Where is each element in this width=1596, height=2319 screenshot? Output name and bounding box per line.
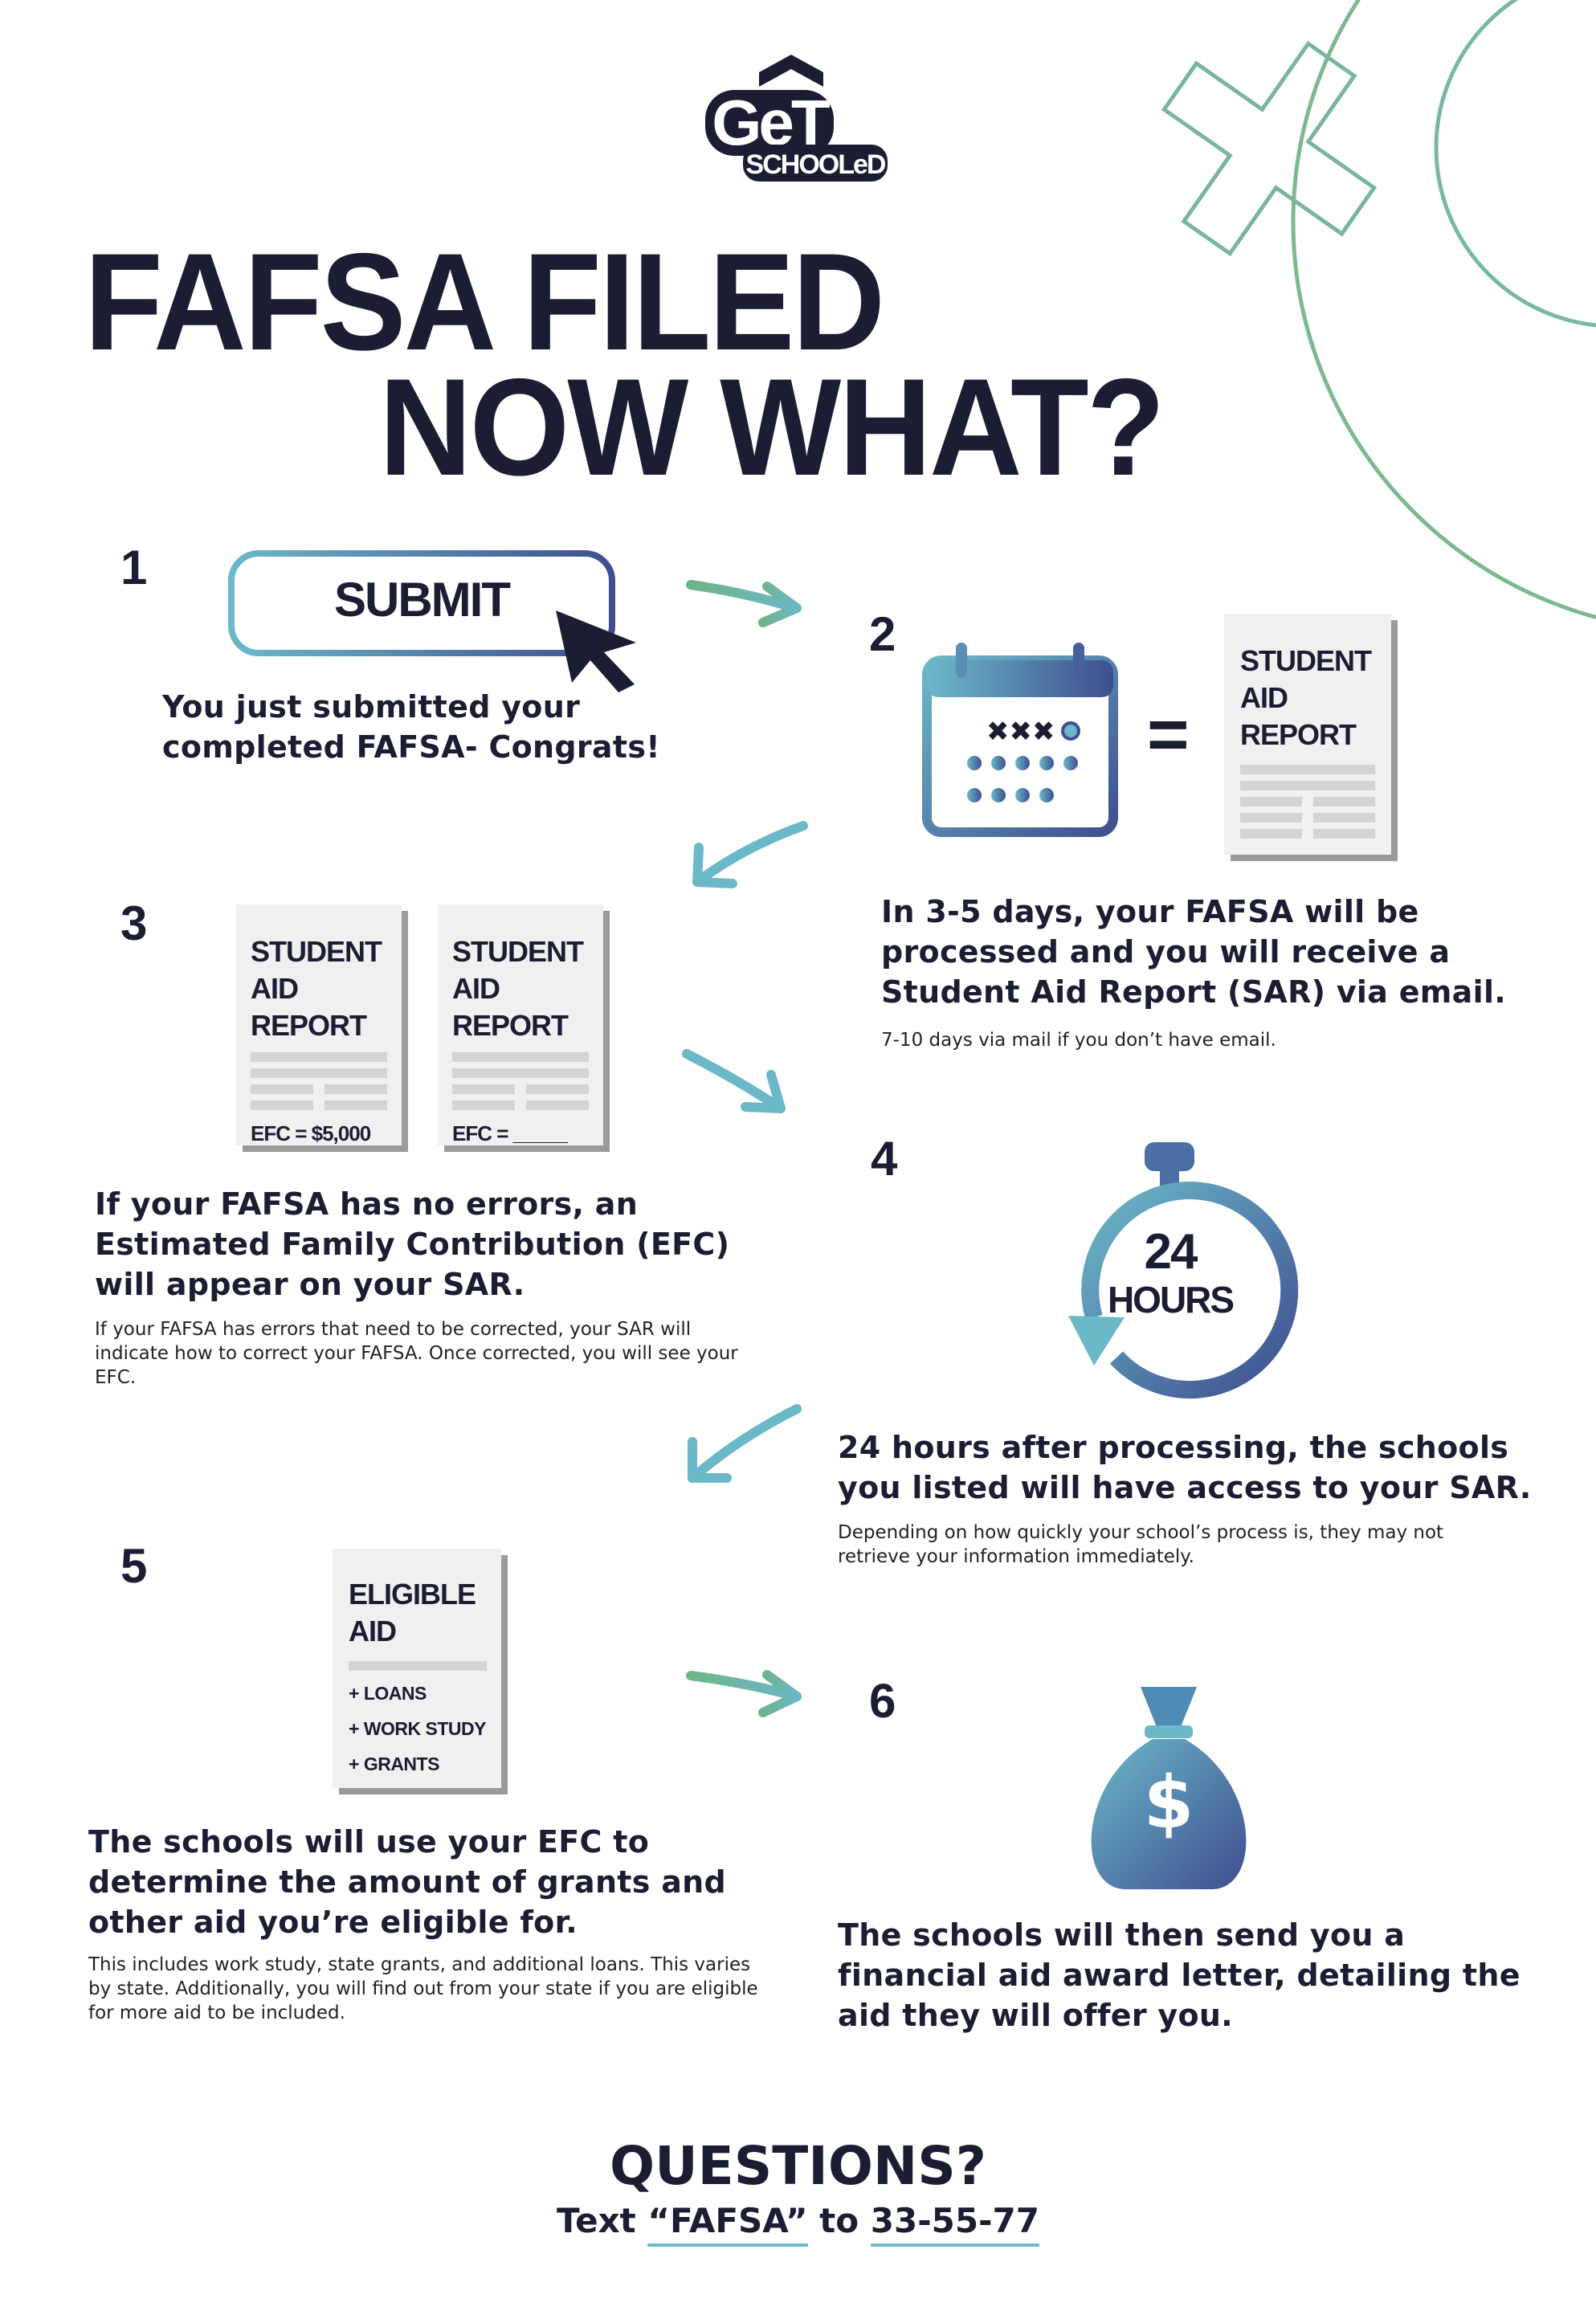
arrow-icon bbox=[688, 1404, 802, 1483]
step-2-text: In 3-5 days, your FAFSA will be processe… bbox=[881, 894, 1507, 1010]
step-5-text: The schools will use your EFC to determi… bbox=[88, 1824, 727, 1940]
step-1-text: You just submitted your completed FAFSA-… bbox=[162, 687, 660, 767]
step-5-number: 5 bbox=[120, 1539, 148, 1593]
doc-title: REPORT bbox=[1240, 718, 1357, 751]
doc-title: STUDENT bbox=[251, 935, 382, 968]
title-line-2: NOW WHAT? bbox=[379, 350, 1165, 504]
doc-title: AID bbox=[452, 972, 500, 1005]
doc-title: REPORT bbox=[251, 1009, 367, 1042]
svg-text:✖✖✖: ✖✖✖ bbox=[986, 716, 1055, 748]
student-aid-report-doc: STUDENT AID REPORT bbox=[1224, 614, 1391, 855]
contact-text: Text “FAFSA” to 33-55-77 bbox=[0, 2201, 1596, 2247]
timer-value: 24 bbox=[1144, 1224, 1198, 1280]
step-1-number: 1 bbox=[120, 541, 148, 594]
doc-title: AID bbox=[251, 972, 299, 1005]
step-2-number: 2 bbox=[869, 607, 896, 661]
cursor-icon bbox=[556, 610, 636, 692]
refresh-arrow-icon bbox=[1068, 1316, 1125, 1366]
step-4-number: 4 bbox=[871, 1132, 898, 1186]
step-4-note: Depending on how quickly your school’s p… bbox=[838, 1522, 1444, 1567]
step-3-text: If your FAFSA has no errors, an Estimate… bbox=[95, 1186, 730, 1302]
step-1-text-line: completed FAFSA- Congrats! bbox=[162, 729, 660, 765]
circle-decoration bbox=[1291, 0, 1596, 619]
efc-value: EFC = $5,000 bbox=[251, 1121, 371, 1145]
equals-sign: = bbox=[1147, 695, 1190, 775]
aid-item: + LOANS bbox=[349, 1683, 427, 1704]
doc-title: ELIGIBLE bbox=[349, 1578, 476, 1611]
contact-prefix: Text bbox=[557, 2201, 648, 2240]
arrow-icon bbox=[682, 1049, 786, 1113]
student-aid-report-doc: STUDENT AID REPORT EFC = $5,000 bbox=[236, 904, 402, 1145]
contact-keyword: “FAFSA” bbox=[647, 2201, 808, 2247]
doc-title: STUDENT bbox=[452, 935, 584, 968]
doc-title: AID bbox=[349, 1615, 397, 1647]
efc-blank: EFC = _____ bbox=[452, 1121, 568, 1145]
submit-button[interactable]: SUBMIT bbox=[334, 573, 511, 627]
logo-icon: GeT SCHOOLeD bbox=[705, 55, 888, 182]
arrow-icon bbox=[692, 821, 808, 888]
stopwatch-icon bbox=[1068, 1142, 1299, 1399]
aid-item: + GRANTS bbox=[349, 1754, 439, 1774]
timer-label: 24 HOURS bbox=[1090, 1227, 1251, 1322]
step-6-text: The schools will then send you a financi… bbox=[838, 1917, 1520, 2033]
eligible-aid-doc: ELIGIBLE AID + LOANS + WORK STUDY + GRAN… bbox=[333, 1549, 501, 1788]
timer-unit: HOURS bbox=[1107, 1279, 1235, 1321]
dollar-sign: $ bbox=[1143, 1761, 1194, 1845]
cross-decoration bbox=[1161, 40, 1378, 257]
calendar-icon: ✖✖✖ bbox=[922, 643, 1118, 837]
step-6-number: 6 bbox=[869, 1674, 896, 1728]
student-aid-report-doc: STUDENT AID REPORT EFC = _____ bbox=[438, 904, 603, 1145]
questions-heading: QUESTIONS? bbox=[609, 2135, 987, 2197]
money-bag-icon bbox=[1091, 1687, 1247, 1889]
title-line-1: FAFSA FILED bbox=[84, 225, 885, 379]
aid-item: + WORK STUDY bbox=[349, 1718, 486, 1739]
step-5-note: This includes work study, state grants, … bbox=[88, 1954, 758, 2023]
step-3-number: 3 bbox=[120, 896, 148, 950]
doc-title: AID bbox=[1240, 681, 1288, 714]
submit-button-shape bbox=[228, 550, 615, 656]
svg-text:SCHOOLeD: SCHOOLeD bbox=[746, 149, 886, 180]
arrow-icon bbox=[686, 1670, 802, 1717]
step-4-text: 24 hours after processing, the schools y… bbox=[838, 1430, 1532, 1505]
arrow-icon bbox=[686, 580, 802, 627]
step-3-note: If your FAFSA has errors that need to be… bbox=[95, 1319, 738, 1388]
contact-number[interactable]: 33-55-77 bbox=[870, 2201, 1039, 2247]
contact-mid: to bbox=[807, 2201, 871, 2240]
step-1-text-line: You just submitted your bbox=[162, 689, 581, 725]
doc-title: REPORT bbox=[452, 1009, 569, 1042]
step-2-note: 7-10 days via mail if you don’t have ema… bbox=[881, 1030, 1276, 1051]
doc-title: STUDENT bbox=[1240, 644, 1372, 677]
